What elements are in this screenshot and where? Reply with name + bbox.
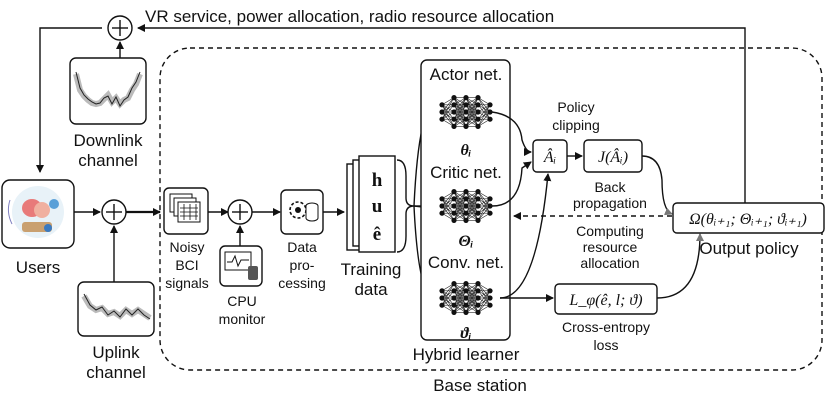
loss-text: L_φ(ê, l; ϑ) bbox=[568, 292, 642, 309]
cross-entropy-label-2: loss bbox=[594, 337, 619, 353]
policy-clip-label-1: Policy bbox=[557, 99, 594, 115]
bci-signal-icon bbox=[163, 187, 209, 235]
bci-label-1: Noisy bbox=[169, 239, 204, 255]
uplink-label-2: channel bbox=[86, 363, 146, 382]
computing-label-2: resource bbox=[583, 239, 638, 255]
actor-neural-net-icon bbox=[439, 95, 493, 129]
bci-label-3: signals bbox=[165, 275, 209, 291]
cpu-sum-junction-icon bbox=[227, 199, 253, 225]
training-vec-u: u bbox=[372, 196, 383, 217]
bci-label-2: BCI bbox=[175, 257, 198, 273]
computing-label-3: allocation bbox=[580, 255, 639, 271]
computing-label-1: Computing bbox=[576, 223, 644, 239]
critic-label: Critic net. bbox=[430, 163, 502, 182]
cpu-label-2: monitor bbox=[219, 311, 266, 327]
data-proc-label-3: cessing bbox=[278, 275, 325, 291]
users-label: Users bbox=[16, 258, 60, 277]
uplink-label-1: Uplink bbox=[92, 343, 140, 362]
brace bbox=[396, 159, 415, 253]
database-gear-icon bbox=[280, 189, 324, 235]
downlink-label-1: Downlink bbox=[74, 131, 143, 150]
output-box bbox=[672, 202, 825, 234]
data-proc-label-2: pro- bbox=[290, 257, 315, 273]
cross-entropy-label-1: Cross-entropy bbox=[562, 319, 650, 335]
hybrid-learner-label: Hybrid learner bbox=[413, 345, 520, 364]
training-vec-e: ê bbox=[373, 224, 381, 245]
output-policy-label: Output policy bbox=[699, 239, 799, 258]
conv-param: ϑᵢ bbox=[460, 325, 471, 342]
cpu-monitor-icon bbox=[219, 245, 263, 287]
uplink-sum-junction-icon bbox=[101, 199, 127, 225]
advantage-text: Âᵢ bbox=[543, 147, 556, 166]
critic-neural-net-icon bbox=[439, 189, 493, 223]
training-vec-h: h bbox=[372, 170, 383, 191]
actor-label: Actor net. bbox=[430, 65, 503, 84]
feedback-label: VR service, power allocation, radio reso… bbox=[145, 7, 554, 26]
training-label-2: data bbox=[354, 280, 388, 299]
downlink-channel-plot-icon bbox=[69, 57, 147, 125]
downlink-label-2: channel bbox=[78, 151, 138, 170]
training-label-1: Training bbox=[341, 260, 402, 279]
critic-param: Θᵢ bbox=[459, 233, 474, 250]
downlink-sum-junction-icon bbox=[107, 15, 133, 41]
conv-neural-net-icon bbox=[439, 281, 493, 315]
loss-box bbox=[554, 283, 658, 315]
user-avatar-icon bbox=[1, 179, 75, 249]
uplink-channel-plot-icon bbox=[77, 281, 155, 337]
cpu-label-1: CPU bbox=[227, 293, 257, 309]
conv-label: Conv. net. bbox=[428, 253, 504, 272]
back-prop-label-2: propagation bbox=[573, 195, 647, 211]
actor-param: θᵢ bbox=[460, 142, 471, 159]
policy-clip-label-2: clipping bbox=[552, 117, 599, 133]
objective-text: J(Âᵢ) bbox=[598, 147, 628, 166]
data-proc-label-1: Data bbox=[287, 239, 317, 255]
output-text: Ω(θᵢ₊₁; Θᵢ₊₁; ϑᵢ₊₁) bbox=[689, 211, 807, 228]
training-data-stack bbox=[346, 155, 396, 253]
base-station-label: Base station bbox=[433, 376, 527, 395]
back-prop-label-1: Back bbox=[594, 179, 626, 195]
